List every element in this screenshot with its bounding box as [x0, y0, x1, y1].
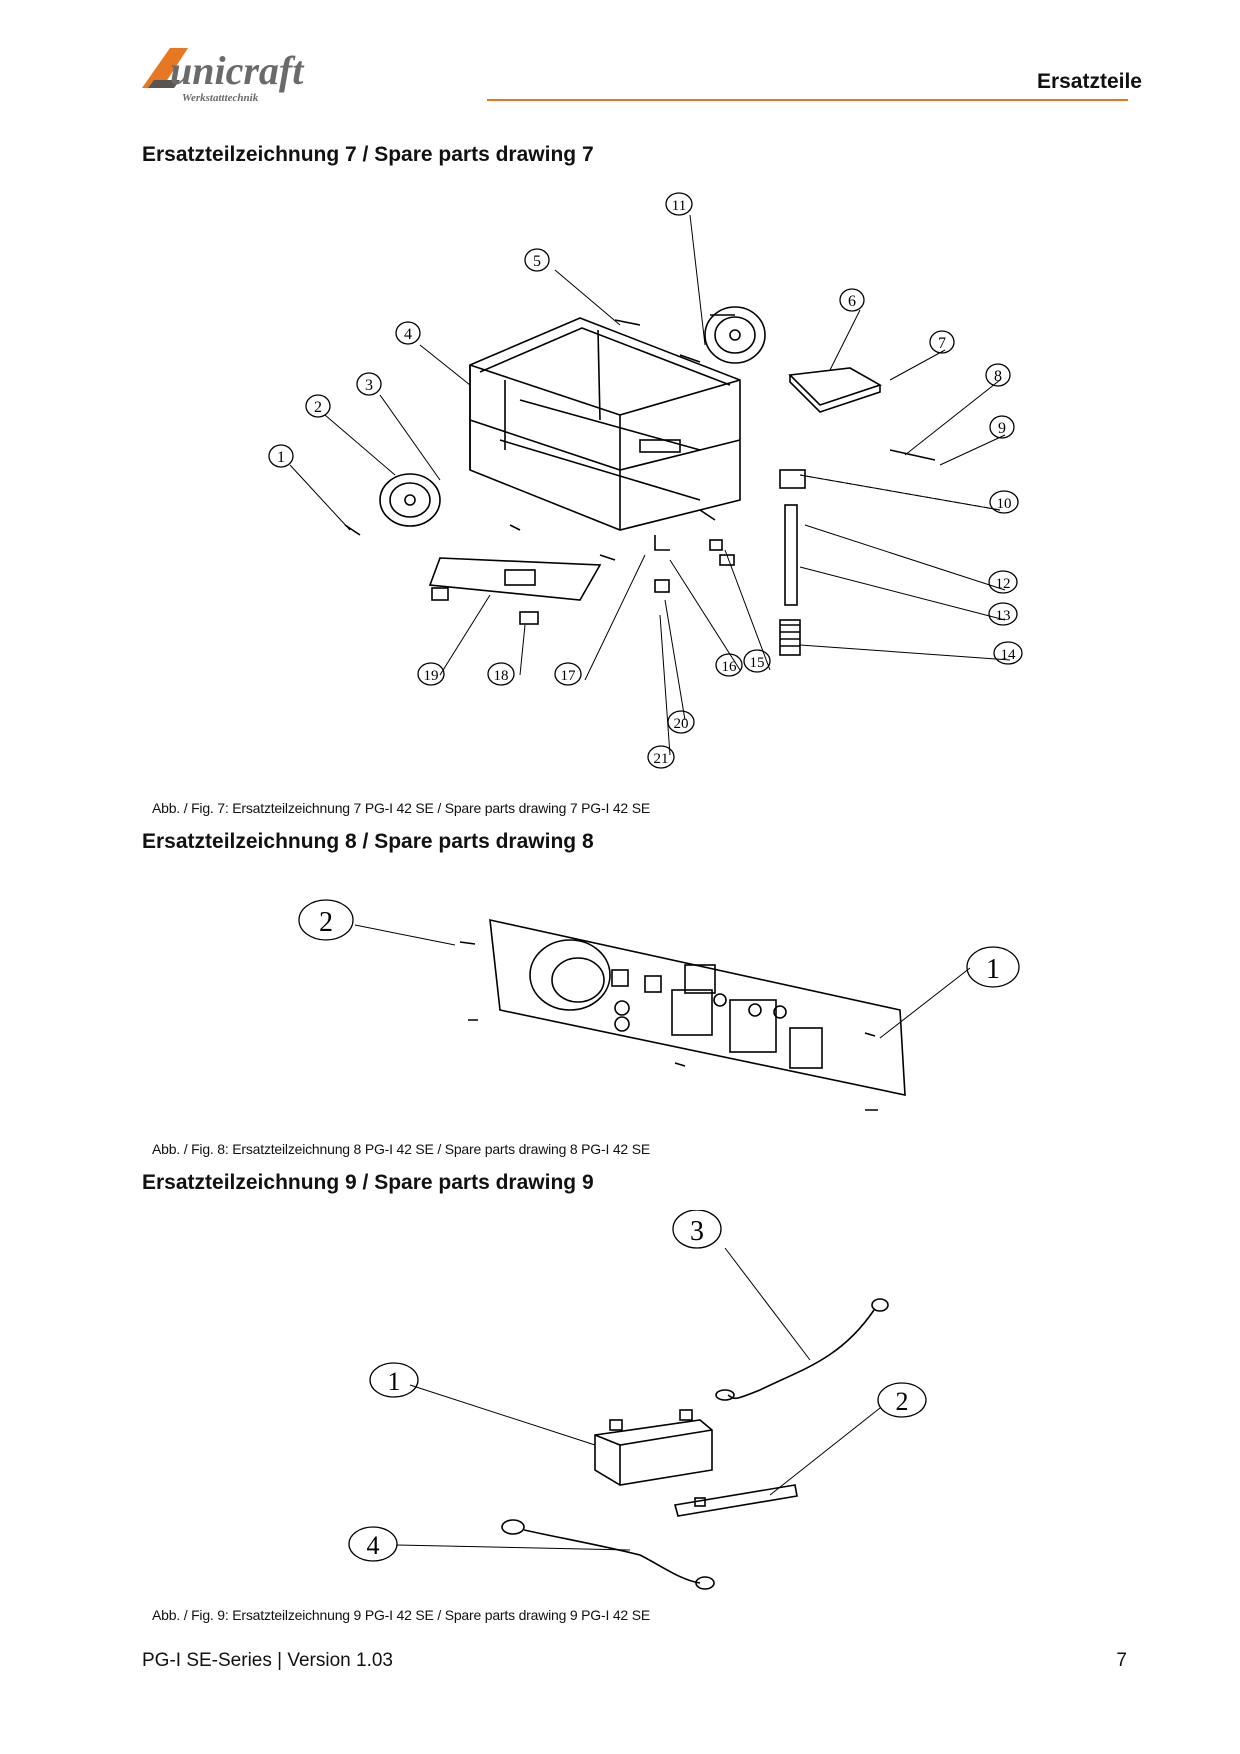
- svg-text:16: 16: [722, 659, 738, 675]
- footer-series: PG-I SE-Series | Version 1.03: [142, 1650, 393, 1671]
- base-plate: [428, 557, 602, 601]
- wheel-left: [379, 473, 441, 527]
- callout-2: 2: [877, 1382, 927, 1418]
- svg-text:4: 4: [404, 326, 412, 343]
- svg-text:19: 19: [424, 668, 439, 684]
- callout-12: 12: [988, 570, 1018, 594]
- callout-6: 6: [839, 288, 865, 312]
- svg-text:18: 18: [494, 668, 509, 684]
- callouts-7: 1 2 3 4 5 6 7 8 9 10 11 12 13 14 15 16 1…: [268, 192, 1023, 769]
- header-rule: [487, 99, 1128, 101]
- drawing-7-frame-assembly: 1 2 3 4 5 6 7 8 9 10 11 12 13 14 15 16 1…: [268, 192, 1023, 769]
- cable-4: [501, 1519, 715, 1590]
- svg-text:5: 5: [533, 253, 541, 270]
- callout-3: 3: [356, 372, 382, 396]
- svg-text:1: 1: [986, 954, 1000, 985]
- svg-text:13: 13: [996, 608, 1011, 624]
- panel-plate: [489, 918, 906, 1096]
- callout-18: 18: [487, 662, 515, 686]
- callout-11: 11: [665, 192, 693, 216]
- wheel-right: [704, 306, 766, 364]
- svg-text:unicraft: unicraft: [170, 48, 305, 93]
- handle-grip: [779, 619, 801, 656]
- callout-21: 21: [647, 745, 675, 769]
- callout-14: 14: [993, 641, 1023, 665]
- callout-2: 2: [298, 899, 354, 941]
- svg-text:15: 15: [750, 655, 765, 671]
- handle-tube: [784, 504, 798, 606]
- svg-text:3: 3: [365, 377, 373, 394]
- callout-3: 3: [672, 1210, 722, 1249]
- callout-4: 4: [348, 1526, 398, 1562]
- drawing-9-battery-cables: 3 1 2 4: [348, 1210, 927, 1590]
- svg-text:1: 1: [388, 1367, 401, 1396]
- callouts-8: 2 1: [298, 899, 1020, 988]
- svg-text:Werkstatttechnik: Werkstatttechnik: [182, 92, 259, 104]
- drawing-8-title: Ersatzteilzeichnung 8 / Spare parts draw…: [142, 830, 594, 853]
- callout-9: 9: [989, 415, 1015, 439]
- panel-socket: [529, 939, 611, 1011]
- callout-7: 7: [929, 330, 955, 354]
- callout-15: 15: [743, 649, 771, 673]
- callout-5: 5: [524, 248, 550, 272]
- svg-text:8: 8: [994, 368, 1002, 385]
- svg-text:2: 2: [896, 1387, 909, 1416]
- drawing-8-caption: Abb. / Fig. 8: Ersatzteilzeichnung 8 PG-…: [152, 1141, 650, 1157]
- svg-text:4: 4: [367, 1531, 380, 1560]
- svg-text:21: 21: [654, 751, 669, 767]
- unicraft-logo: unicraft Werkstatttechnik: [142, 48, 305, 104]
- callout-1: 1: [369, 1362, 419, 1398]
- svg-text:17: 17: [561, 668, 577, 684]
- svg-text:11: 11: [672, 198, 686, 214]
- callout-10: 10: [989, 490, 1019, 514]
- callout-16: 16: [715, 653, 743, 677]
- callout-13: 13: [988, 602, 1018, 626]
- frame-drawing: [469, 317, 741, 531]
- battery: [594, 1409, 713, 1486]
- svg-text:2: 2: [314, 399, 322, 416]
- callout-8: 8: [985, 363, 1011, 387]
- svg-text:2: 2: [319, 907, 333, 938]
- drawing-8-control-panel: 2 1: [298, 899, 1020, 1111]
- svg-text:20: 20: [674, 716, 689, 732]
- header-section-title: Ersatzteile: [1036, 70, 1142, 93]
- cover-plate: [788, 367, 882, 406]
- callouts-9: 3 1 2 4: [348, 1210, 927, 1562]
- page-number: 7: [1116, 1650, 1127, 1671]
- svg-text:10: 10: [997, 496, 1012, 512]
- drawing-7-title: Ersatzteilzeichnung 7 / Spare parts draw…: [142, 143, 594, 166]
- svg-text:7: 7: [938, 335, 946, 352]
- busbar: [673, 1484, 798, 1517]
- svg-text:14: 14: [1001, 647, 1017, 663]
- callout-20: 20: [667, 710, 695, 734]
- drawing-7-caption: Abb. / Fig. 7: Ersatzteilzeichnung 7 PG-…: [152, 800, 650, 816]
- svg-text:1: 1: [277, 449, 285, 466]
- svg-text:12: 12: [996, 576, 1011, 592]
- callout-1: 1: [966, 946, 1020, 988]
- callout-4: 4: [395, 321, 421, 345]
- callout-17: 17: [554, 662, 582, 686]
- drawing-9-title: Ersatzteilzeichnung 9 / Spare parts draw…: [142, 1171, 594, 1194]
- svg-text:9: 9: [998, 420, 1006, 437]
- drawing-9-caption: Abb. / Fig. 9: Ersatzteilzeichnung 9 PG-…: [152, 1607, 650, 1623]
- callout-1: 1: [268, 444, 294, 468]
- cable-3: [715, 1298, 889, 1401]
- svg-text:6: 6: [848, 293, 856, 310]
- svg-text:3: 3: [690, 1216, 704, 1247]
- callout-19: 19: [417, 662, 445, 686]
- callout-2: 2: [305, 394, 331, 418]
